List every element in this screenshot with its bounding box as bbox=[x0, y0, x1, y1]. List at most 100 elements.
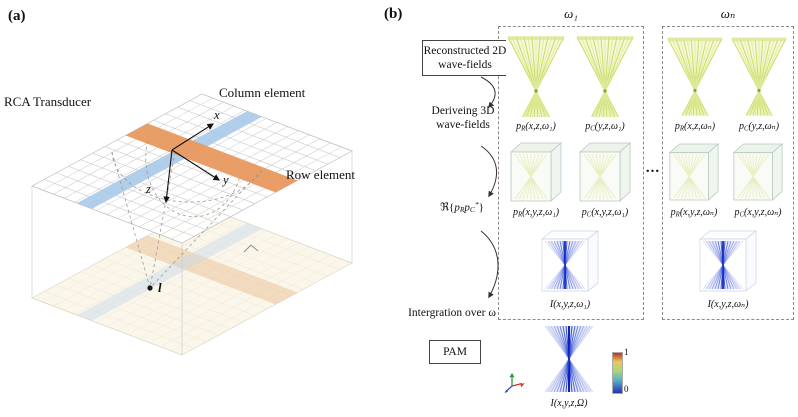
math-seg: I bbox=[549, 299, 554, 310]
label-2d-col-omegan: pC(y,z,ωₙ) bbox=[723, 121, 795, 133]
colorbar-max: 1 bbox=[624, 347, 629, 357]
math-seg: R bbox=[675, 211, 680, 219]
math-seg: (y,z,ωₙ) bbox=[748, 121, 780, 132]
math-seg: p bbox=[674, 121, 680, 132]
math-seg: (x,y,z,ωₙ) bbox=[744, 207, 782, 218]
math-seg: (x,y,z,ω₁) bbox=[522, 207, 560, 218]
label-pam-result: I(x,y,z,Ω) bbox=[533, 398, 605, 409]
math-seg: p bbox=[464, 201, 470, 214]
math-seg: p bbox=[516, 121, 522, 132]
focal-point-dot bbox=[147, 285, 153, 291]
math-seg: C bbox=[739, 211, 745, 219]
math-seg: (x,y,z,ωₙ) bbox=[679, 207, 718, 218]
math-seg: (x,y,z,ω₁) bbox=[553, 299, 591, 310]
math-seg: (x,y,z,ωₙ) bbox=[710, 299, 749, 310]
math-seg: C bbox=[743, 125, 749, 133]
z-axis-arrow bbox=[163, 149, 173, 204]
math-seg: ℜ{ bbox=[440, 201, 455, 214]
label-3d-row-omega1: pR(x,y,z,ω₁) bbox=[498, 207, 574, 219]
transducer-3d-scene bbox=[0, 0, 398, 417]
transducer-plane bbox=[32, 94, 352, 243]
wavefield-3d-row-omega1 bbox=[510, 142, 562, 202]
label-2d-row-omega1: pR(x,z,ω₁) bbox=[500, 121, 572, 133]
intensity-3d-omegan bbox=[699, 230, 757, 292]
wavefield-2d-col-omega1 bbox=[575, 33, 635, 121]
math-seg: R bbox=[459, 205, 465, 215]
real-part-operator: ℜ{pRpC*} bbox=[414, 200, 510, 215]
bottom-plane bbox=[32, 206, 352, 355]
wavefield-2d-row-omega1 bbox=[506, 33, 566, 121]
math-seg: p bbox=[512, 207, 518, 218]
row-element-band bbox=[77, 111, 263, 209]
math-seg: p bbox=[454, 201, 460, 214]
omega1-group-box bbox=[498, 26, 644, 320]
reconstructed-step-label: Reconstructed 2D wave-fields bbox=[423, 44, 507, 71]
math-seg: C bbox=[586, 211, 592, 219]
math-seg: p bbox=[585, 121, 591, 132]
math-seg: * bbox=[474, 200, 479, 209]
arrow-multiply-to-integrate bbox=[480, 230, 499, 299]
math-seg: R bbox=[517, 211, 523, 219]
arrow-derive-to-multiply bbox=[480, 145, 497, 198]
axis-x-label: x bbox=[214, 108, 220, 122]
label-2d-row-omegan: pR(x,z,ωₙ) bbox=[659, 121, 731, 133]
colorbar bbox=[612, 352, 623, 394]
math-seg: C bbox=[469, 205, 475, 215]
integration-step-label: Intergration over ω bbox=[408, 307, 496, 319]
column-element-band bbox=[125, 123, 298, 193]
x-axis-arrow bbox=[171, 123, 214, 151]
label-3d-col-omega1: pC(x,y,z,ω₁) bbox=[567, 207, 643, 219]
omega1-title: ω₁ bbox=[564, 6, 578, 21]
math-seg: p bbox=[738, 121, 744, 132]
omegan-title: ωₙ bbox=[720, 6, 736, 21]
math-seg: } bbox=[478, 201, 484, 214]
deriving-step-label: Deriveing 3D wave-fields bbox=[431, 105, 495, 132]
wavefront-construction bbox=[111, 140, 263, 289]
math-seg: (x,z,ω₁) bbox=[525, 121, 556, 132]
row-band-projection bbox=[125, 235, 298, 305]
math-seg: p bbox=[734, 207, 740, 218]
label-intensity-omega1: I(x,y,z,ω₁) bbox=[534, 299, 606, 310]
math-seg: p bbox=[670, 207, 676, 218]
column-element-label: Column element bbox=[219, 85, 306, 100]
axis-z-label: z bbox=[146, 182, 151, 196]
math-seg: (x,z,ωₙ) bbox=[684, 121, 716, 132]
math-seg: I bbox=[707, 299, 711, 310]
colorbar-min: 0 bbox=[624, 384, 629, 394]
pam-result-image bbox=[544, 325, 594, 393]
right-angle-mark bbox=[243, 244, 259, 253]
ellipsis: ... bbox=[645, 160, 661, 176]
math-seg: p bbox=[581, 207, 587, 218]
wavefield-3d-row-omegan bbox=[669, 143, 719, 201]
axes-triad-icon bbox=[504, 373, 525, 393]
reconstructed-step-box: Reconstructed 2D wave-fields bbox=[422, 40, 508, 76]
wavefield-2d-col-omegan bbox=[730, 33, 788, 121]
wavefield-3d-col-omega1 bbox=[579, 142, 631, 202]
math-seg: R bbox=[521, 125, 526, 133]
rca-transducer-label: RCA Transducer bbox=[4, 94, 92, 109]
coordinate-axes bbox=[163, 123, 220, 204]
panel-b-tag: (b) bbox=[384, 6, 403, 22]
panel-a: (a) RCA Transducer Column element Row el… bbox=[0, 0, 398, 417]
axis-y-label: y bbox=[223, 173, 229, 187]
panel-a-tag: (a) bbox=[8, 8, 26, 24]
intensity-3d-omega1 bbox=[541, 230, 599, 292]
math-seg: (y,z,ω₁) bbox=[594, 121, 625, 132]
arrow-reconstruct-to-derive bbox=[480, 76, 496, 109]
math-seg: R bbox=[679, 125, 685, 133]
row-element-label: Row element bbox=[286, 167, 355, 182]
wavefield-2d-row-omegan bbox=[666, 33, 724, 121]
y-axis-arrow bbox=[171, 149, 220, 181]
pam-label: PAM bbox=[443, 345, 467, 358]
label-intensity-omegan: I(x,y,z,ωₙ) bbox=[692, 299, 764, 310]
wavefield-3d-col-omegan bbox=[733, 143, 783, 201]
math-seg: I bbox=[550, 398, 554, 409]
pam-box: PAM bbox=[429, 340, 481, 364]
label-2d-col-omega1: pC(y,z,ω₁) bbox=[569, 121, 641, 133]
column-band-projection bbox=[77, 223, 263, 321]
math-seg: (x,y,z,ω₁) bbox=[591, 207, 629, 218]
math-seg: (x,y,z,Ω) bbox=[553, 398, 588, 409]
math-seg: C bbox=[590, 125, 595, 133]
focal-point-label: l bbox=[158, 280, 162, 295]
